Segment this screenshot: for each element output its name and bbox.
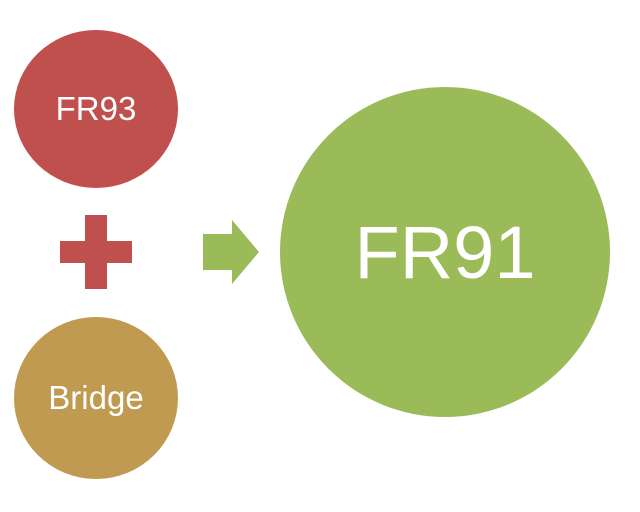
fr93-label: FR93: [55, 90, 137, 127]
arrow-shape: [203, 220, 259, 284]
fr91-circle: FR91: [280, 87, 610, 417]
fr93-circle: FR93: [14, 30, 178, 188]
fr91-label: FR91: [354, 210, 536, 294]
arrow-right-icon: [203, 220, 259, 284]
bridge-circle: Bridge: [14, 317, 178, 479]
plus-icon: [60, 215, 132, 289]
plus-shape: [60, 215, 132, 289]
bridge-label: Bridge: [48, 379, 144, 416]
